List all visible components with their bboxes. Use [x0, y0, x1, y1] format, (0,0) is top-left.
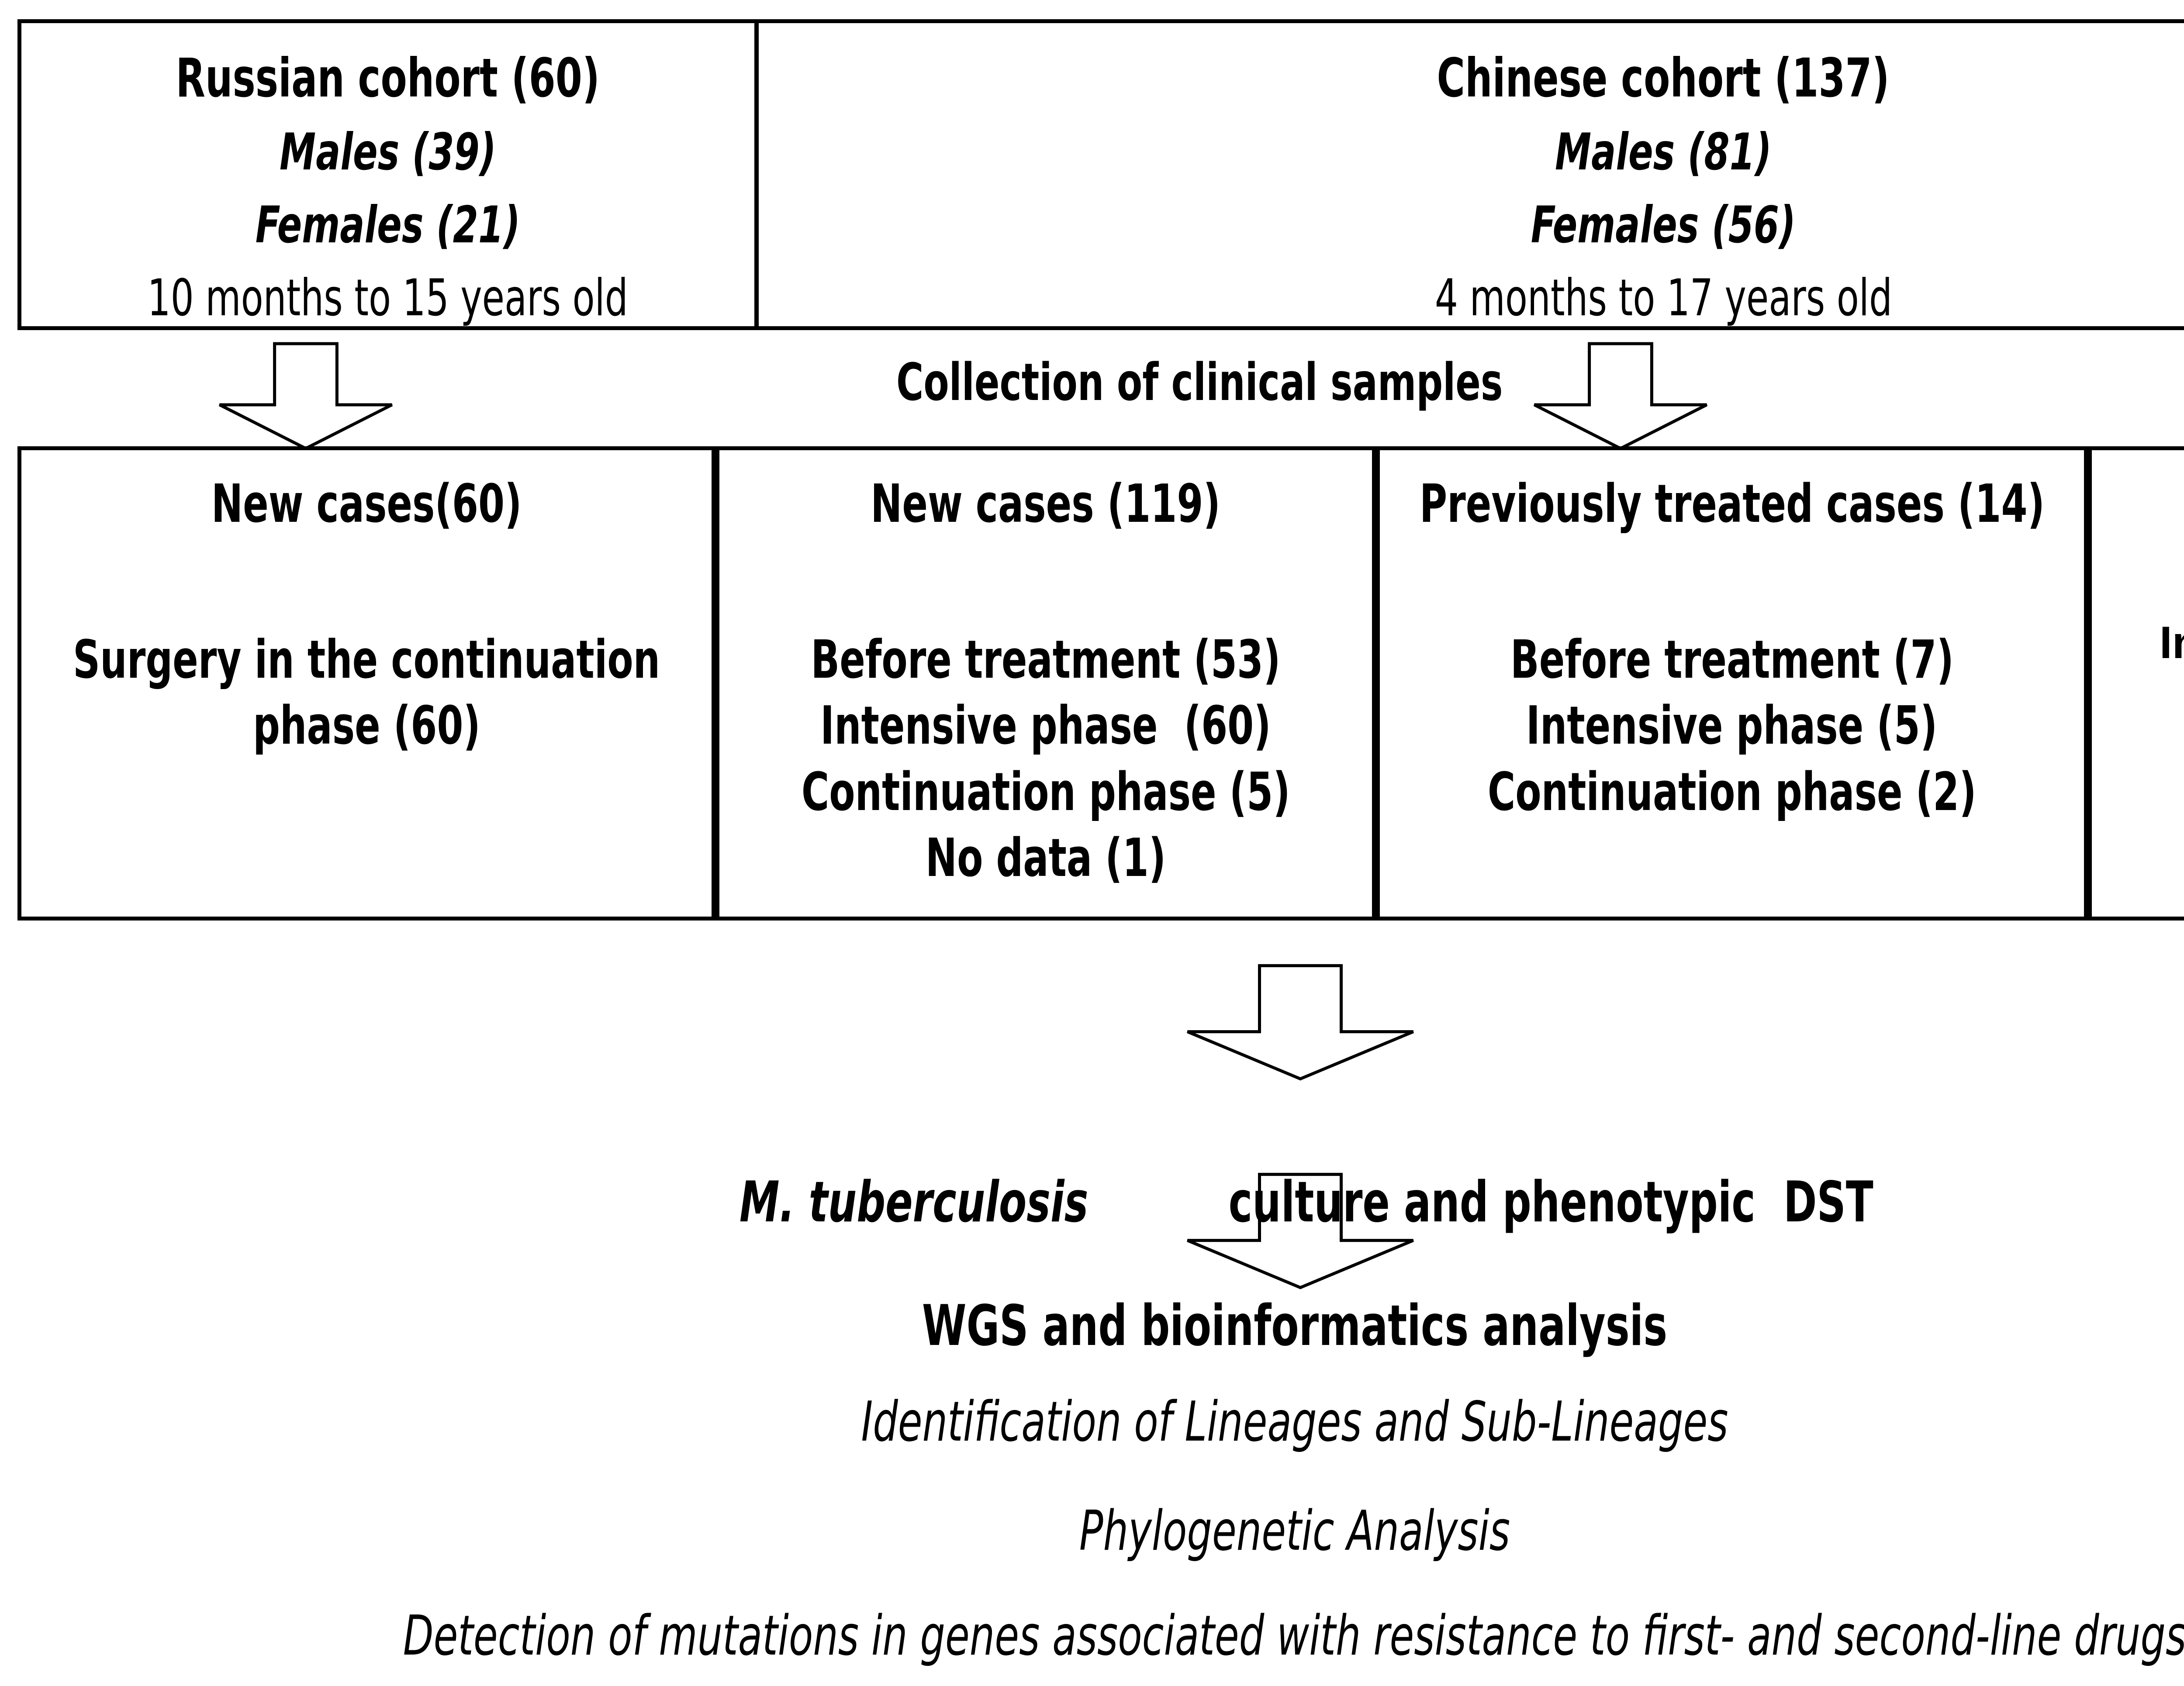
wgs-step-label: WGS and bioinformatics analysis: [922, 1293, 1668, 1358]
down-arrow-icon-russian: [214, 341, 397, 451]
chinese-new-cases-box: New cases (119) Before treatment (53) In…: [715, 446, 1376, 921]
russian-cohort-females: Females (21): [255, 196, 521, 255]
culture-and-dst-step: M. tuberculosis culture and phenotypic D…: [0, 1106, 2184, 1299]
chinese-previously-treated-cases-box: Previously treated cases (14) Before tre…: [1376, 446, 2088, 921]
output-line-phylogenetics: Phylogenetic Analysis: [1079, 1499, 1510, 1563]
chinese-cohort-males: Males (81): [1555, 123, 1772, 182]
russian-new-cases-line-0: Surgery in the continuation: [73, 630, 660, 691]
chinese-cohort-heading: Chinese cohort (137): [1437, 47, 1890, 109]
russian-cohort-males: Males (39): [280, 123, 496, 182]
chinese-new-cases-line-2: Continuation phase (5): [801, 762, 1290, 823]
down-arrow-icon-to-wgs: [1180, 1172, 1420, 1290]
previously-treated-cases-line-0: Before treatment (7): [1510, 630, 1954, 691]
chinese-new-cases-heading: New cases (119): [871, 474, 1221, 534]
chinese-new-cases-line-0: Before treatment (53): [811, 630, 1281, 691]
no-data-line-0: Intensive phase: [2159, 617, 2184, 669]
down-block-arrow-icon: [1180, 963, 1420, 1081]
output-line-lineages: Identification of Lineages and Sub-Linea…: [861, 1389, 1728, 1454]
chinese-cohort-females: Females (56): [1531, 196, 1796, 255]
previously-treated-cases-line-1: Intensive phase (5): [1526, 696, 1938, 757]
russian-new-cases-heading: New cases(60): [211, 474, 522, 534]
output-line-mutations: Detection of mutations in genes associat…: [403, 1603, 2184, 1668]
chinese-cohort-age-range: 4 months to 17 years old: [1434, 269, 1892, 328]
russian-cohort-age-range: 10 months to 15 years old: [147, 269, 629, 328]
culture-and-dst-text: culture and phenotypic DST: [1214, 1170, 1873, 1235]
chinese-new-cases-line-1: Intensive phase (60): [820, 696, 1271, 757]
chinese-no-data-box: No data (4) Intensive phase (4): [2088, 446, 2184, 921]
russian-cohort-heading: Russian cohort (60): [176, 47, 600, 109]
down-block-arrow-icon: [1529, 341, 1712, 451]
down-block-arrow-icon: [214, 341, 397, 451]
russian-new-cases-box: New cases(60) Surgery in the continuatio…: [17, 446, 715, 921]
down-arrow-icon-to-culture: [1180, 963, 1420, 1081]
previously-treated-cases-line-2: Continuation phase (2): [1487, 762, 1977, 823]
russian-new-cases-line-1: phase (60): [252, 696, 480, 757]
collection-of-clinical-samples-label: Collection of clinical samples: [896, 352, 1503, 412]
down-arrow-icon-chinese: [1529, 341, 1712, 451]
previously-treated-cases-heading: Previously treated cases (14): [1419, 474, 2045, 534]
down-block-arrow-icon: [1180, 1172, 1420, 1290]
russian-cohort-box: Russian cohort (60) Males (39) Females (…: [17, 19, 758, 330]
mtb-species-name: M. tuberculosis: [740, 1170, 1089, 1235]
chinese-new-cases-line-3: No data (1): [925, 827, 1166, 889]
chinese-cohort-box: Chinese cohort (137) Males (81) Females …: [755, 19, 2184, 330]
